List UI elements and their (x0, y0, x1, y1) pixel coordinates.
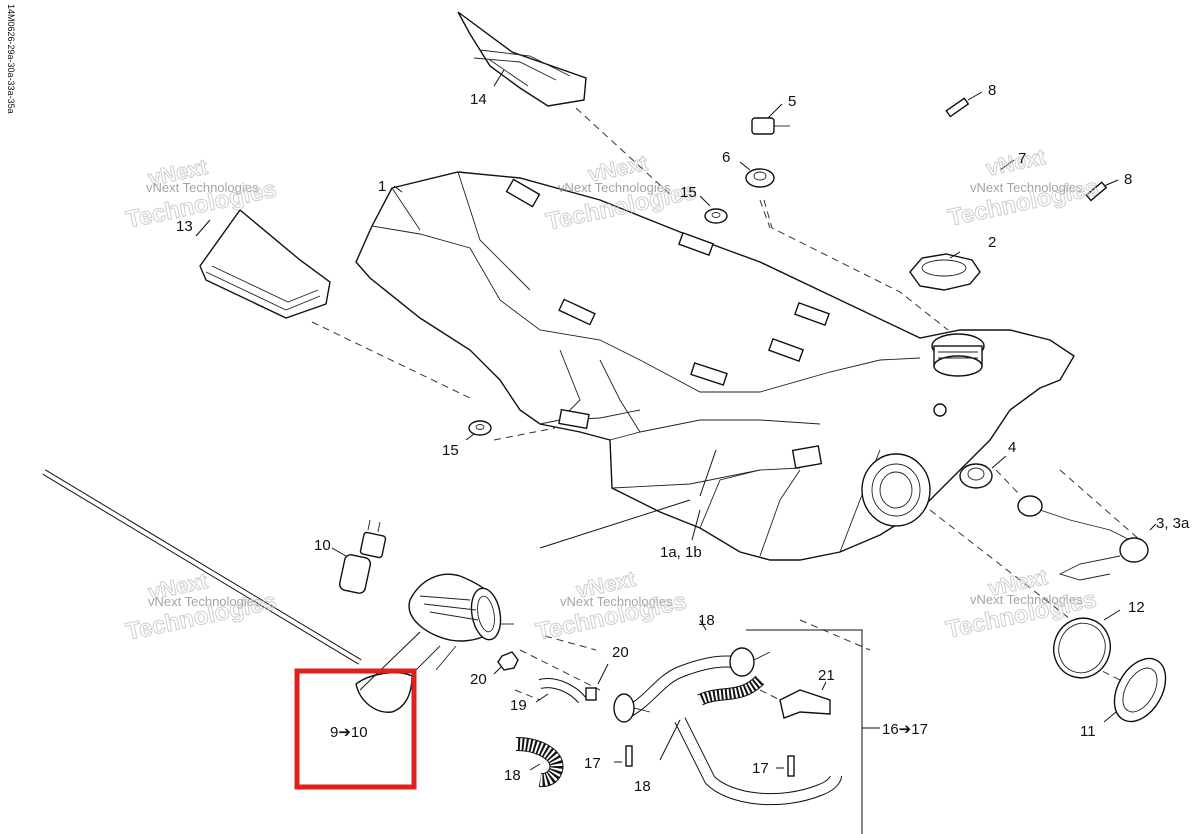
callout-7: 7 (1018, 150, 1026, 167)
callout-18-bottom: 18 (634, 778, 651, 795)
part-18-hose-b (624, 647, 771, 718)
part-8-clamp-a (945, 91, 983, 118)
callout-11: 11 (1080, 723, 1096, 740)
callout-8-top: 8 (988, 82, 996, 99)
part-14-heat-shield (457, 11, 587, 107)
callout-16-17: 16➔17 (882, 721, 928, 738)
callout-18-top: 18 (698, 612, 715, 629)
callout-1a-1b: 1a, 1b (660, 544, 702, 561)
callout-17-left: 17 (584, 755, 601, 772)
quick-connector (613, 693, 651, 723)
callout-20-right: 20 (612, 644, 629, 661)
part-19-short-hose (535, 678, 586, 704)
part-2-fuel-cap (909, 251, 981, 291)
callout-1: 1 (378, 178, 386, 195)
callout-8-right: 8 (1124, 171, 1132, 188)
callout-20-left: 20 (470, 671, 487, 688)
part-8-clamp-b (1085, 179, 1119, 202)
callout-13: 13 (176, 218, 193, 235)
part-13-heat-shield (195, 208, 331, 319)
callout-15-left: 15 (442, 442, 459, 459)
callout-labels: 1 1a, 1b 2 3, 3a 4 5 6 7 8 8 10 11 12 13… (176, 82, 1190, 795)
watermark-5: vNext vNext Technologies Technologies (533, 565, 689, 646)
part-18-corrugated-hose-a (515, 737, 564, 788)
dashed-leaders (311, 107, 1141, 706)
watermark-1: vNext vNext Technologies Technologies (123, 153, 279, 234)
svg-text:vNext Technologies: vNext Technologies (970, 180, 1083, 195)
svg-text:vNext Technologies: vNext Technologies (560, 594, 673, 609)
document-id: 14M0626-29a-30a-33a-35a (6, 4, 16, 114)
part-9-filter (355, 672, 413, 713)
callout-19: 19 (510, 697, 527, 714)
part-15-nut-left (465, 420, 492, 441)
svg-text:vNext Technologies: vNext Technologies (558, 180, 671, 195)
callout-9-10: 9➔10 (330, 724, 368, 741)
callout-leaders (359, 185, 717, 761)
callout-12: 12 (1128, 599, 1145, 616)
watermark-4: vNext vNext Technologies Technologies (123, 567, 279, 646)
callout-6: 6 (722, 149, 730, 166)
pump-module-assembly (408, 573, 514, 671)
callout-5: 5 (788, 93, 796, 110)
fuel-tank-body (355, 171, 1075, 561)
callout-2: 2 (988, 234, 996, 251)
part-4-grommet (959, 455, 1007, 489)
svg-text:vNext Technologies: vNext Technologies (970, 592, 1083, 607)
part-7-vent-hose (789, 114, 1171, 296)
part-17-pin-a (614, 745, 633, 767)
callout-15-top: 15 (680, 184, 697, 201)
part-12-gasket (1053, 609, 1121, 679)
callout-3-3a: 3, 3a (1156, 515, 1190, 532)
part-3-level-sensor (1017, 495, 1157, 581)
callout-17-right: 17 (752, 760, 769, 777)
part-17-pin-b (776, 755, 795, 777)
part-11-lock-ring (1103, 657, 1167, 723)
part-20-nut (493, 651, 519, 675)
svg-text:vNext Technologies: vNext Technologies (146, 180, 259, 195)
part-15-nut-top (699, 195, 728, 224)
callout-21: 21 (818, 667, 835, 684)
callout-4: 4 (1008, 439, 1016, 456)
svg-text:vNext: vNext (984, 144, 1048, 181)
highlight-box (294, 668, 417, 790)
callout-10: 10 (314, 537, 331, 554)
part-20-check-valve (585, 663, 609, 701)
part-5-vent-valve (751, 103, 790, 135)
part-18-hose-c (674, 675, 842, 806)
part-10-pump-motor (331, 519, 387, 594)
callout-18-left: 18 (504, 767, 521, 784)
long-rod (42, 469, 362, 665)
part-6-grommet (739, 161, 775, 188)
group-bracket-16-17 (746, 629, 880, 834)
callout-14: 14 (470, 91, 487, 108)
svg-text:vNext Technologies: vNext Technologies (148, 594, 261, 609)
part-21-clip (779, 681, 831, 719)
